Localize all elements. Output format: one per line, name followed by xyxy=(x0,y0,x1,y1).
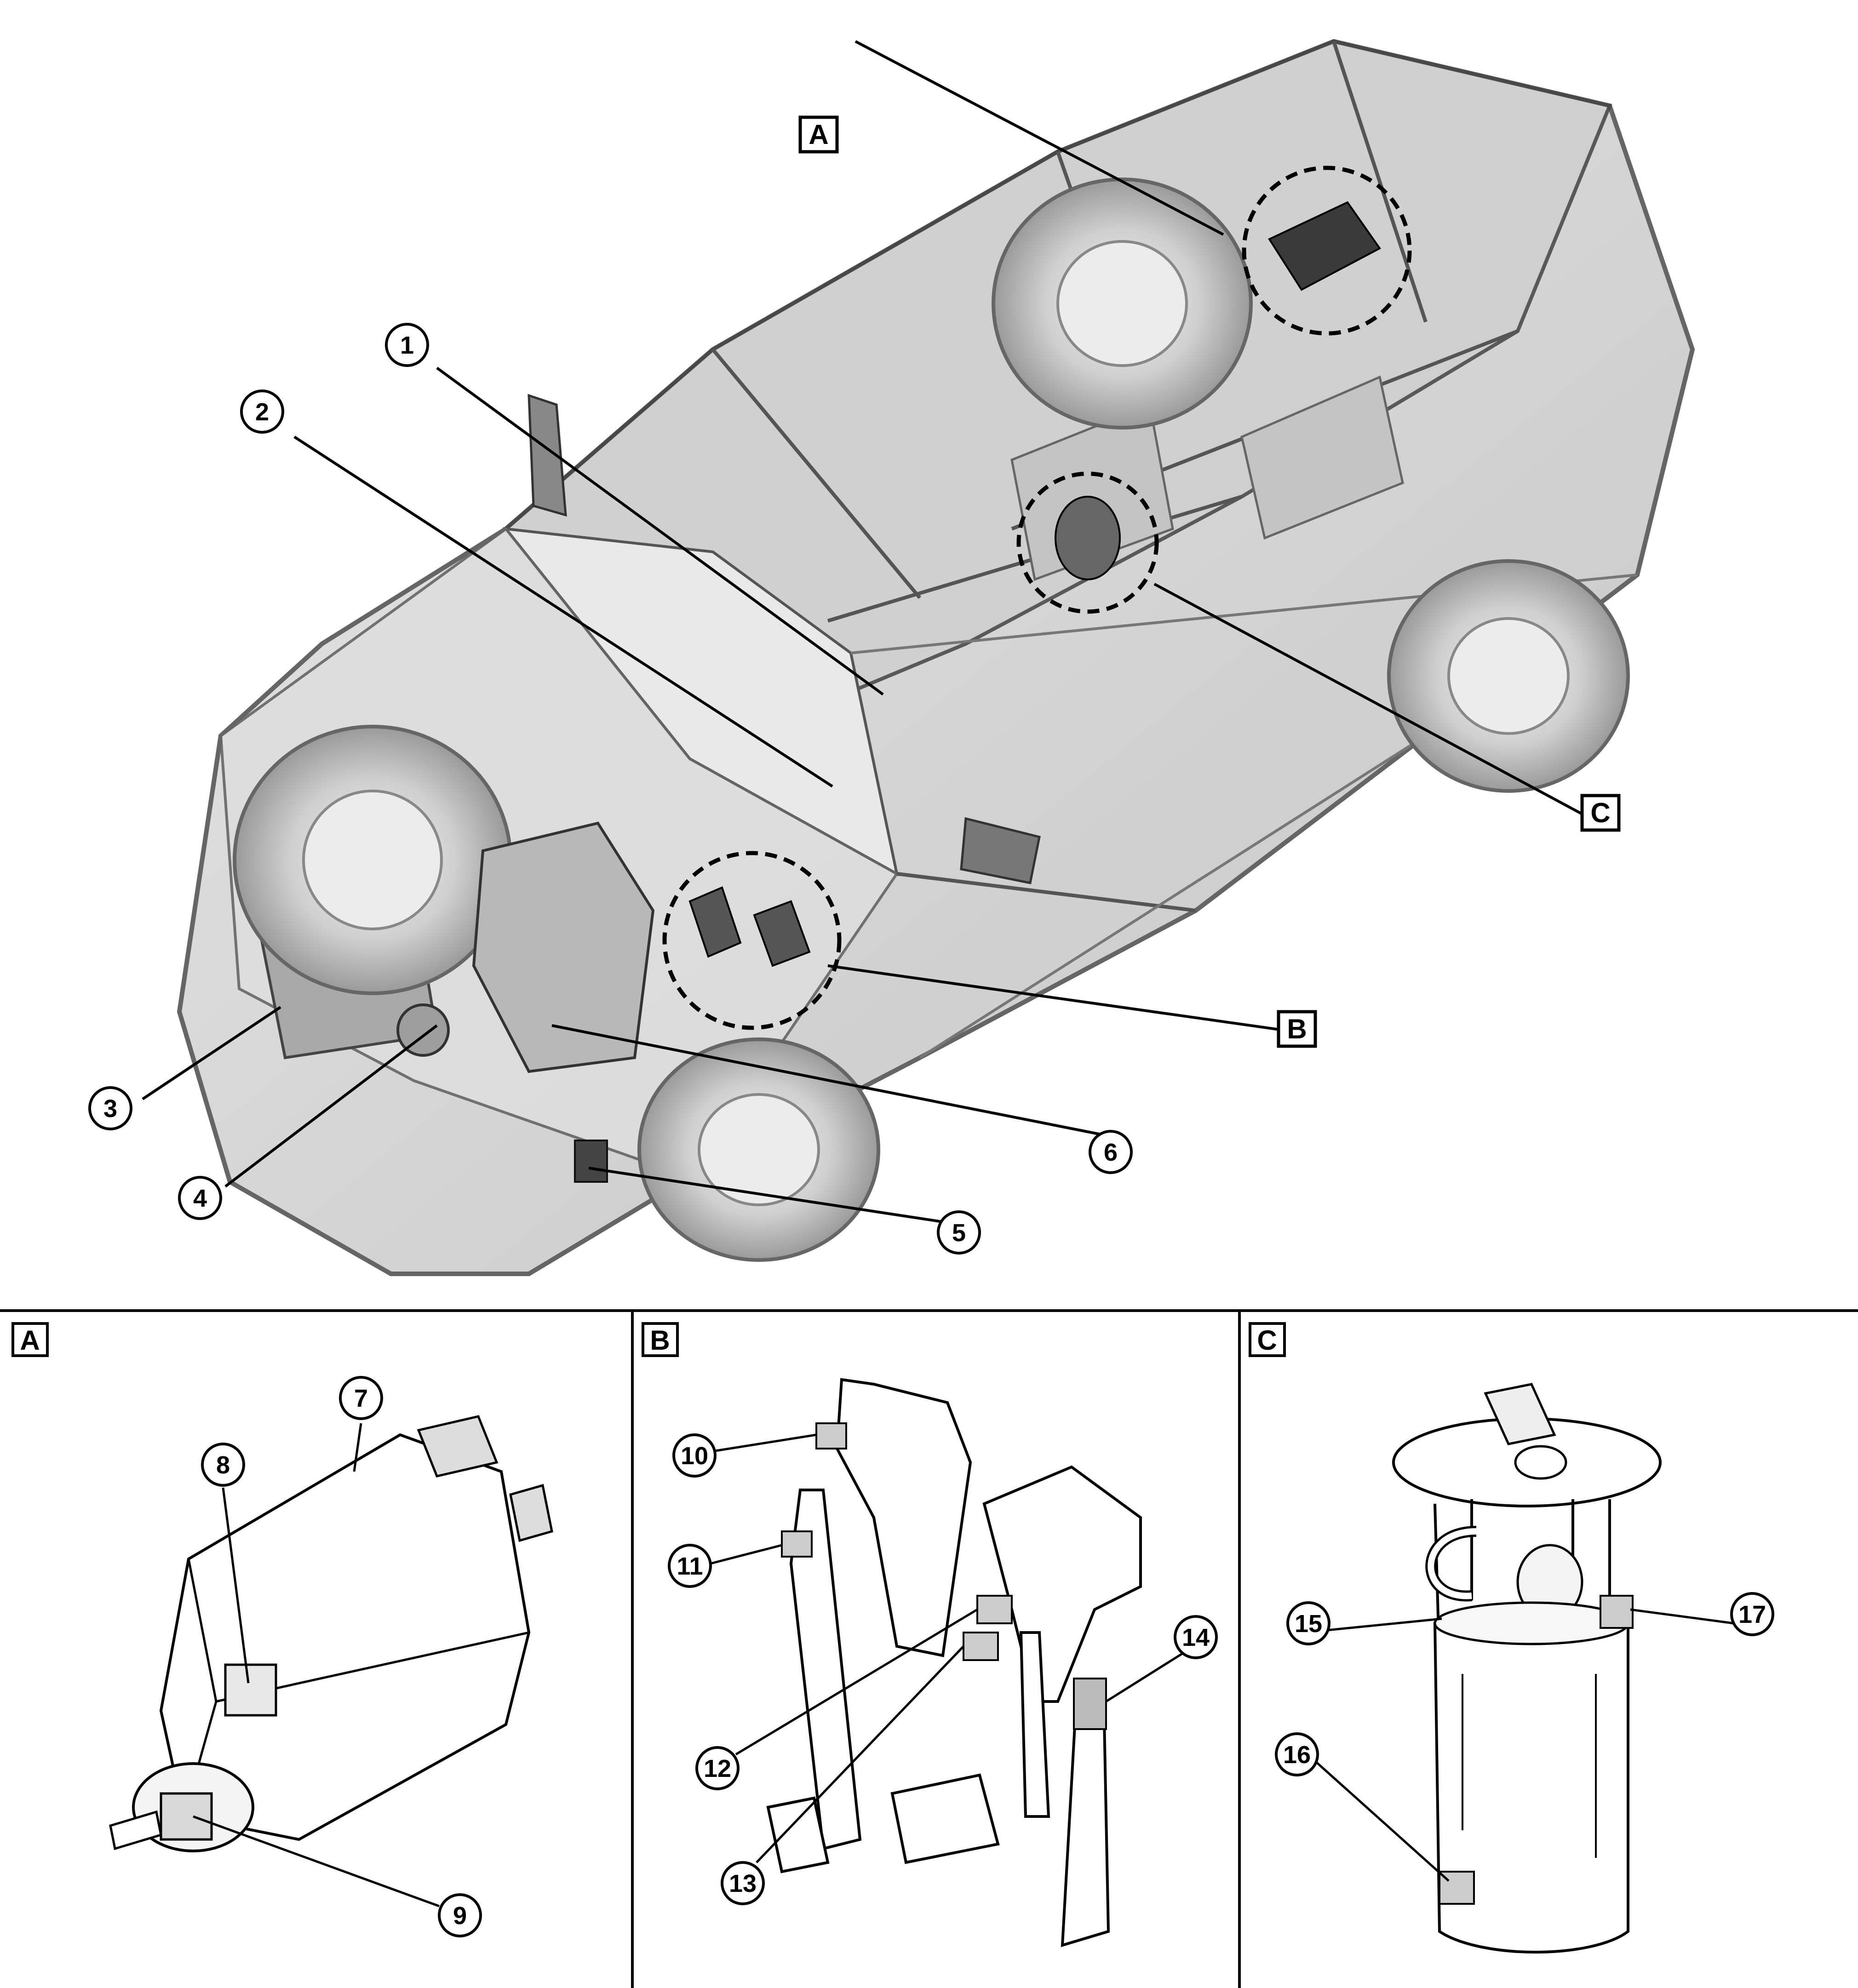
detail-circle-c xyxy=(1016,471,1159,614)
svg-text:15: 15 xyxy=(1295,1610,1322,1638)
detail-circle-b xyxy=(662,851,842,1030)
svg-text:10: 10 xyxy=(681,1442,708,1470)
svg-text:C: C xyxy=(1257,1325,1277,1356)
svg-text:14: 14 xyxy=(1182,1624,1210,1651)
wheel-rear-right xyxy=(1387,559,1630,793)
callout-3: 3 xyxy=(88,1086,132,1130)
svg-text:12: 12 xyxy=(704,1755,731,1782)
callout-11: 11 xyxy=(668,1544,712,1588)
detail-b-part-thumb xyxy=(688,886,811,967)
callout-6: 6 xyxy=(1089,1130,1133,1174)
engine-component xyxy=(396,821,655,1073)
callout-10: 10 xyxy=(672,1433,717,1478)
fuel-pump-module-illustration xyxy=(1392,1383,1662,1954)
callout-7: 7 xyxy=(339,1376,383,1420)
leader-lines-panel-a xyxy=(193,1423,440,1908)
wheel-rear-left xyxy=(992,178,1253,430)
canister-illustration xyxy=(109,1415,553,1852)
svg-text:13: 13 xyxy=(729,1870,757,1897)
leader-lines-panel-b xyxy=(710,1433,1187,1863)
svg-text:9: 9 xyxy=(453,1902,467,1930)
svg-text:11: 11 xyxy=(677,1553,703,1580)
callout-14: 14 xyxy=(1174,1615,1218,1659)
detail-label-a: A xyxy=(798,115,839,154)
svg-text:B: B xyxy=(1287,1014,1307,1044)
callout-8: 8 xyxy=(201,1443,245,1487)
detail-panels-frame xyxy=(0,1309,1858,1988)
detail-a-part-thumb xyxy=(1268,201,1381,291)
detail-label-c: C xyxy=(1580,794,1621,832)
callout-1: 1 xyxy=(385,323,429,367)
svg-text:B: B xyxy=(650,1325,670,1356)
svg-text:5: 5 xyxy=(952,1219,966,1247)
detail-circle-a xyxy=(1242,166,1412,336)
svg-text:A: A xyxy=(809,119,828,150)
svg-text:16: 16 xyxy=(1283,1741,1311,1769)
panel-label-a: A xyxy=(11,1322,49,1357)
svg-text:3: 3 xyxy=(103,1095,117,1123)
callout-5: 5 xyxy=(937,1210,981,1255)
panel-label-b: B xyxy=(642,1322,679,1357)
svg-text:17: 17 xyxy=(1738,1601,1766,1628)
svg-text:7: 7 xyxy=(354,1385,368,1412)
callout-12: 12 xyxy=(695,1746,740,1790)
detail-c-part-thumb xyxy=(1055,496,1121,580)
callout-17: 17 xyxy=(1730,1592,1774,1636)
wheel-front-left xyxy=(233,725,512,995)
callout-13: 13 xyxy=(721,1861,765,1905)
callout-2: 2 xyxy=(240,390,284,434)
svg-text:C: C xyxy=(1590,797,1610,828)
callout-4: 4 xyxy=(178,1176,222,1220)
svg-text:4: 4 xyxy=(193,1185,207,1212)
svg-text:1: 1 xyxy=(400,332,414,359)
svg-text:A: A xyxy=(20,1325,40,1356)
leader-lines-vehicle xyxy=(142,40,1583,1225)
svg-text:8: 8 xyxy=(216,1451,230,1479)
wheel-front-right xyxy=(637,1037,880,1262)
detail-label-b: B xyxy=(1277,1010,1317,1048)
pedal-assembly-illustration xyxy=(766,1378,1142,1948)
front-sensor-component xyxy=(574,1140,608,1183)
callout-16: 16 xyxy=(1275,1732,1319,1776)
svg-text:6: 6 xyxy=(1104,1139,1118,1166)
panel-label-c: C xyxy=(1249,1322,1286,1357)
svg-text:2: 2 xyxy=(255,398,269,426)
callout-15: 15 xyxy=(1286,1601,1330,1645)
callout-9: 9 xyxy=(438,1893,482,1937)
leader-lines-panel-c xyxy=(1314,1608,1734,1882)
